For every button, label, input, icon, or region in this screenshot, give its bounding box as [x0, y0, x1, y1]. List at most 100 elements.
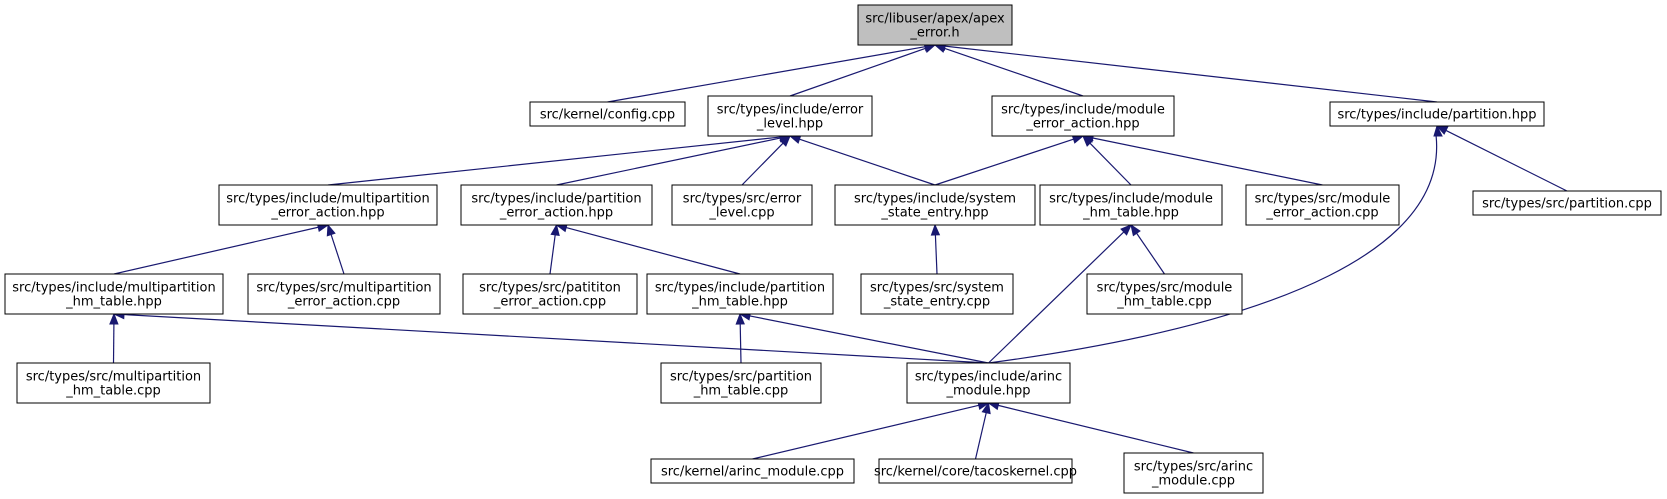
edge-system_state_entry_hpp-to-error_level_hpp — [788, 134, 936, 186]
edge-line — [549, 234, 556, 275]
node-label: _hm_table.hpp — [1082, 206, 1179, 221]
edge-arrowhead — [109, 312, 119, 325]
edge-system_state_entry_hpp-to-module_error_action_hpp — [934, 134, 1085, 186]
node-partition_cpp[interactable]: src/types/src/partition.cpp — [1472, 190, 1662, 216]
node-label: src/types/include/partition.hpp — [1337, 108, 1536, 123]
node-system_state_entry_hpp[interactable]: src/types/include/system_state_entry.hpp — [834, 184, 1036, 226]
node-box — [857, 4, 1013, 46]
edge-arrowhead — [735, 312, 745, 325]
node-label: _hm_table.hpp — [691, 295, 788, 310]
node-label: src/types/include/multipartition — [12, 281, 215, 296]
node-label: src/types/src/arinc — [1134, 460, 1253, 475]
node-config_cpp[interactable]: src/kernel/config.cpp — [529, 101, 686, 127]
edge-line — [1445, 129, 1568, 192]
node-label: src/types/include/partition — [655, 281, 825, 296]
node-box — [650, 458, 855, 484]
node-module_error_action_hpp[interactable]: src/types/include/module_error_action.hp… — [991, 95, 1175, 137]
node-label: _hm_table.cpp — [693, 384, 789, 399]
node-multipartition_hm_table_cpp[interactable]: src/types/src/multipartition_hm_table.cp… — [16, 362, 211, 404]
edge-partition_hm_table_hpp-to-partition_error_action_hpp — [555, 223, 741, 275]
node-box — [16, 362, 211, 404]
edge-config_cpp-to-apex_error_h — [607, 42, 937, 103]
edge-line — [998, 404, 1194, 454]
node-multipartition_error_action_hpp[interactable]: src/types/include/multipartition_error_a… — [218, 184, 438, 226]
node-label: src/types/src/patititon — [479, 281, 621, 296]
node-arinc_module_cpp_kernel[interactable]: src/kernel/arinc_module.cpp — [650, 458, 855, 484]
node-label: _state_entry.hpp — [880, 206, 988, 221]
node-arinc_module_hpp[interactable]: src/types/include/arinc_module.hpp — [906, 362, 1071, 404]
node-box — [1123, 452, 1264, 494]
edge-arinc_module_hpp-to-partition_hpp — [988, 124, 1443, 364]
edge-line — [934, 138, 1074, 186]
node-label: _state_entry.cpp — [883, 295, 990, 310]
node-label: src/types/src/partition — [670, 370, 812, 385]
edge-arrowhead — [779, 135, 791, 147]
edge-line — [988, 135, 1438, 364]
edge-line — [1136, 232, 1165, 275]
node-label: src/types/include/partition — [471, 192, 641, 207]
edge-module_hm_table_hpp-to-module_error_action_hpp — [1082, 135, 1132, 186]
node-box — [247, 273, 441, 315]
node-apex_error_h: src/libuser/apex/apex_error.h — [857, 4, 1013, 46]
node-partition_hpp[interactable]: src/types/include/partition.hpp — [1329, 101, 1545, 127]
node-label: src/kernel/arinc_module.cpp — [661, 465, 844, 480]
node-arinc_module_cpp_types[interactable]: src/types/src/arinc_module.cpp — [1123, 452, 1264, 494]
edge-multipartition_hm_table_cpp-to-multipartition_hm_table_hpp — [109, 312, 119, 364]
node-partition_hm_table_hpp[interactable]: src/types/include/partition_hm_table.hpp — [646, 273, 834, 315]
node-box — [707, 95, 873, 137]
edge-line — [944, 45, 1438, 103]
node-module_hm_table_cpp[interactable]: src/types/src/module_hm_table.cpp — [1086, 273, 1243, 315]
node-module_error_action_cpp[interactable]: src/types/src/module_error_action.cpp — [1245, 184, 1400, 226]
edge-line — [607, 46, 926, 103]
edge-line — [123, 313, 989, 364]
node-module_hm_table_hpp[interactable]: src/types/include/module_hm_table.hpp — [1039, 184, 1223, 226]
edge-line — [556, 137, 781, 186]
node-tacoskernel_cpp[interactable]: src/kernel/core/tacoskernel.cpp — [874, 458, 1077, 484]
node-multipartition_error_action_cpp[interactable]: src/types/src/multipartition_error_actio… — [247, 273, 441, 315]
node-error_level_hpp[interactable]: src/types/include/error_level.hpp — [707, 95, 873, 137]
nodes-layer: src/libuser/apex/apex_error.h src/kernel/… — [4, 4, 1662, 494]
node-label: _level.hpp — [756, 117, 823, 132]
node-box — [529, 101, 686, 127]
edge-partition_error_action_hpp-to-error_level_hpp — [556, 133, 792, 186]
node-label: _hm_table.cpp — [1116, 295, 1212, 310]
edge-line — [974, 412, 987, 460]
edge-error_level_cpp-to-error_level_hpp — [741, 135, 791, 186]
edge-arrowhead — [1433, 124, 1443, 137]
node-label: src/types/include/module — [1001, 103, 1165, 118]
edge-line — [749, 315, 989, 364]
edge-multipartition_error_action_cpp-to-multipartition_error_action_hpp — [326, 223, 345, 275]
node-box — [1039, 184, 1223, 226]
edge-arrowhead — [1130, 223, 1141, 237]
node-system_state_entry_cpp[interactable]: src/types/src/system_state_entry.cpp — [860, 273, 1014, 315]
node-box — [4, 273, 224, 315]
node-error_level_cpp[interactable]: src/types/src/error_level.cpp — [671, 184, 813, 226]
node-box — [1245, 184, 1400, 226]
edge-multipartition_hm_table_hpp-to-multipartition_error_action_hpp — [113, 222, 330, 275]
node-label: src/types/src/partition.cpp — [1482, 197, 1652, 212]
node-label: src/types/src/error — [683, 192, 802, 207]
node-label: _hm_table.hpp — [65, 295, 162, 310]
node-patititon_error_action_cpp[interactable]: src/types/src/patititon_error_action.cpp — [462, 273, 638, 315]
edge-arrowhead — [930, 223, 941, 236]
node-label: _error_action.hpp — [1025, 117, 1139, 132]
node-label: _module.cpp — [1151, 474, 1235, 489]
edge-line — [1089, 142, 1132, 186]
node-label: src/types/src/multipartition — [256, 281, 431, 296]
node-label: src/types/src/multipartition — [26, 370, 201, 385]
node-box — [991, 95, 1175, 137]
edge-arrowhead — [550, 223, 560, 237]
edge-tacoskernel_cpp-to-arinc_module_hpp — [974, 401, 991, 460]
node-partition_error_action_hpp[interactable]: src/types/include/partition_error_action… — [460, 184, 653, 226]
edge-multipartition_error_action_hpp-to-error_level_hpp — [327, 132, 792, 186]
edge-line — [330, 234, 345, 275]
node-partition_hm_table_cpp[interactable]: src/types/src/partition_hm_table.cpp — [660, 362, 822, 404]
node-label: src/libuser/apex/apex — [865, 12, 1005, 27]
node-box — [906, 362, 1071, 404]
node-multipartition_hm_table_hpp[interactable]: src/types/include/multipartition_hm_tabl… — [4, 273, 224, 315]
node-label: _error_action.hpp — [499, 206, 613, 221]
node-box — [1329, 101, 1545, 127]
node-label: src/kernel/core/tacoskernel.cpp — [874, 465, 1077, 480]
edge-line — [789, 47, 926, 97]
edge-partition_cpp-to-partition_hpp — [1435, 125, 1568, 192]
